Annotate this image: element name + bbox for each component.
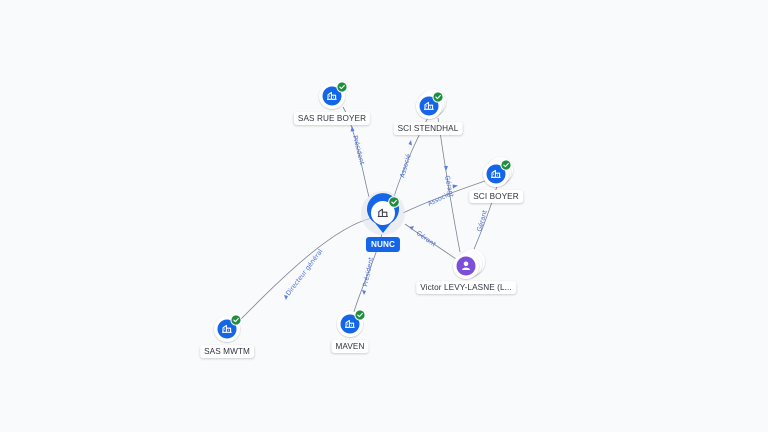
arrow-sas-mwtm	[284, 295, 288, 300]
edges	[234, 106, 498, 326]
edge-victor-center[interactable]	[404, 223, 457, 260]
arrow-victor-sci-stendhal	[444, 166, 448, 171]
verified-badge-icon	[432, 91, 444, 103]
edge-label-maven: Président	[361, 256, 375, 287]
verified-badge-icon	[230, 314, 242, 326]
verified-badge-icon	[500, 159, 512, 171]
edge-center-sas-mwtm[interactable]	[234, 217, 373, 326]
node-label-victor[interactable]: Victor LEVY-LASNE (L...	[416, 281, 516, 294]
verified-badge-icon	[354, 309, 366, 321]
node-sci-boyer[interactable]	[483, 157, 513, 187]
arrow-maven	[362, 290, 366, 295]
edge-center-sci-boyer[interactable]	[402, 179, 489, 214]
arrow-center	[409, 226, 414, 230]
edge-label-sas-rue-boyer: Président	[351, 135, 366, 166]
node-victor[interactable]	[453, 249, 485, 279]
edge-label-victor-center: Gérant	[415, 229, 438, 248]
node-center-nunc[interactable]	[361, 191, 405, 235]
verified-badge-icon	[388, 196, 400, 208]
arrow-sas-rue-boyer	[350, 126, 355, 132]
arrow-sci-stendhal	[408, 140, 412, 146]
node-sas-rue-boyer[interactable]	[319, 81, 348, 109]
node-maven[interactable]	[337, 309, 366, 337]
edge-label-sci-stendhal: Associé	[398, 153, 412, 178]
edge-label-sas-mwtm: Directeur général	[284, 247, 324, 297]
node-label-sas-rue-boyer[interactable]: SAS RUE BOYER	[293, 112, 371, 125]
person-icon	[462, 261, 470, 270]
edge-center-sci-stendhal[interactable]	[392, 113, 431, 201]
arrow-sci-boyer	[452, 184, 458, 189]
node-label-maven[interactable]: MAVEN	[331, 340, 369, 353]
verified-badge-icon	[336, 81, 348, 93]
node-label-sci-stendhal[interactable]: SCI STENDHAL	[393, 122, 463, 135]
node-sas-mwtm[interactable]	[214, 314, 242, 342]
node-sci-stendhal[interactable]	[416, 89, 446, 119]
node-label-nunc[interactable]: NUNC	[365, 237, 401, 252]
node-label-sas-mwtm[interactable]: SAS MWTM	[200, 345, 254, 358]
node-label-sci-boyer[interactable]: SCI BOYER	[469, 190, 523, 203]
edge-label-victor-sci-boyer: Gérant	[475, 209, 489, 233]
